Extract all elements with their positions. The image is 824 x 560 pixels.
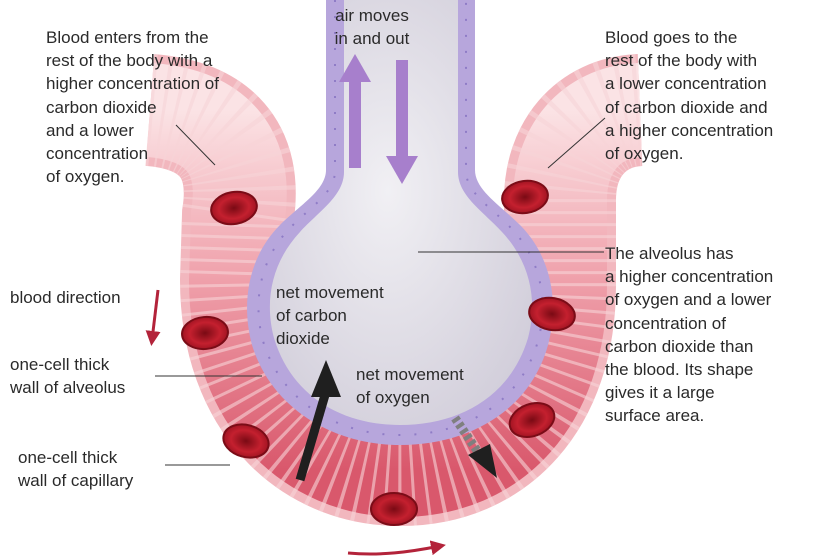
red-blood-cell [210, 190, 258, 226]
gas-exchange-arrows [295, 360, 497, 482]
leader-blood-enters [175, 124, 216, 166]
net-o2-label: net movement of oxygen [356, 365, 464, 408]
air-down-arrowhead [386, 156, 418, 184]
air-up-shaft [349, 78, 361, 168]
wall-alveolus-label: one-cell thick wall of alveolus [10, 355, 126, 398]
o2-arrow-shaft [451, 415, 484, 458]
co2-arrow-shaft [295, 393, 330, 482]
alveolus-air-space [269, 0, 533, 425]
red-blood-cell [222, 423, 270, 459]
red-blood-cell [370, 492, 418, 526]
blood-goes-label: Blood goes to the rest of the body with … [605, 28, 774, 164]
o2-arrowhead [468, 444, 497, 478]
air-up-arrowhead [339, 54, 371, 82]
alveolus [247, 0, 553, 445]
red-blood-cell [528, 296, 576, 332]
blood-enters-label: Blood enters from the rest of the body w… [46, 28, 219, 187]
blood-direction-arrow-left [145, 289, 161, 346]
blood-direction-label: blood direction [10, 288, 121, 307]
air-moves-label: air moves in and out [334, 6, 410, 49]
co2-arrowhead [311, 360, 341, 397]
alveolus-cell-lines [257, 0, 544, 437]
alveolus-note-label: The alveolus has a higher concentration … [605, 244, 774, 426]
leader-blood-goes [547, 117, 606, 169]
leader-lines [155, 117, 606, 466]
air-down-shaft [396, 60, 408, 158]
capillary-inner-edge [143, 54, 646, 527]
red-blood-cells [181, 179, 576, 526]
red-blood-cell [181, 315, 229, 351]
net-co2-label: net movement of carbon dioxide [276, 283, 384, 349]
blood-direction-arrow-bottom [347, 540, 446, 556]
red-blood-cell [501, 179, 549, 215]
capillary [143, 54, 646, 527]
air-flow-arrows [339, 54, 418, 184]
wall-capillary-label: one-cell thick wall of capillary [18, 448, 134, 491]
red-blood-cell [508, 402, 556, 438]
mask [150, 40, 210, 44]
